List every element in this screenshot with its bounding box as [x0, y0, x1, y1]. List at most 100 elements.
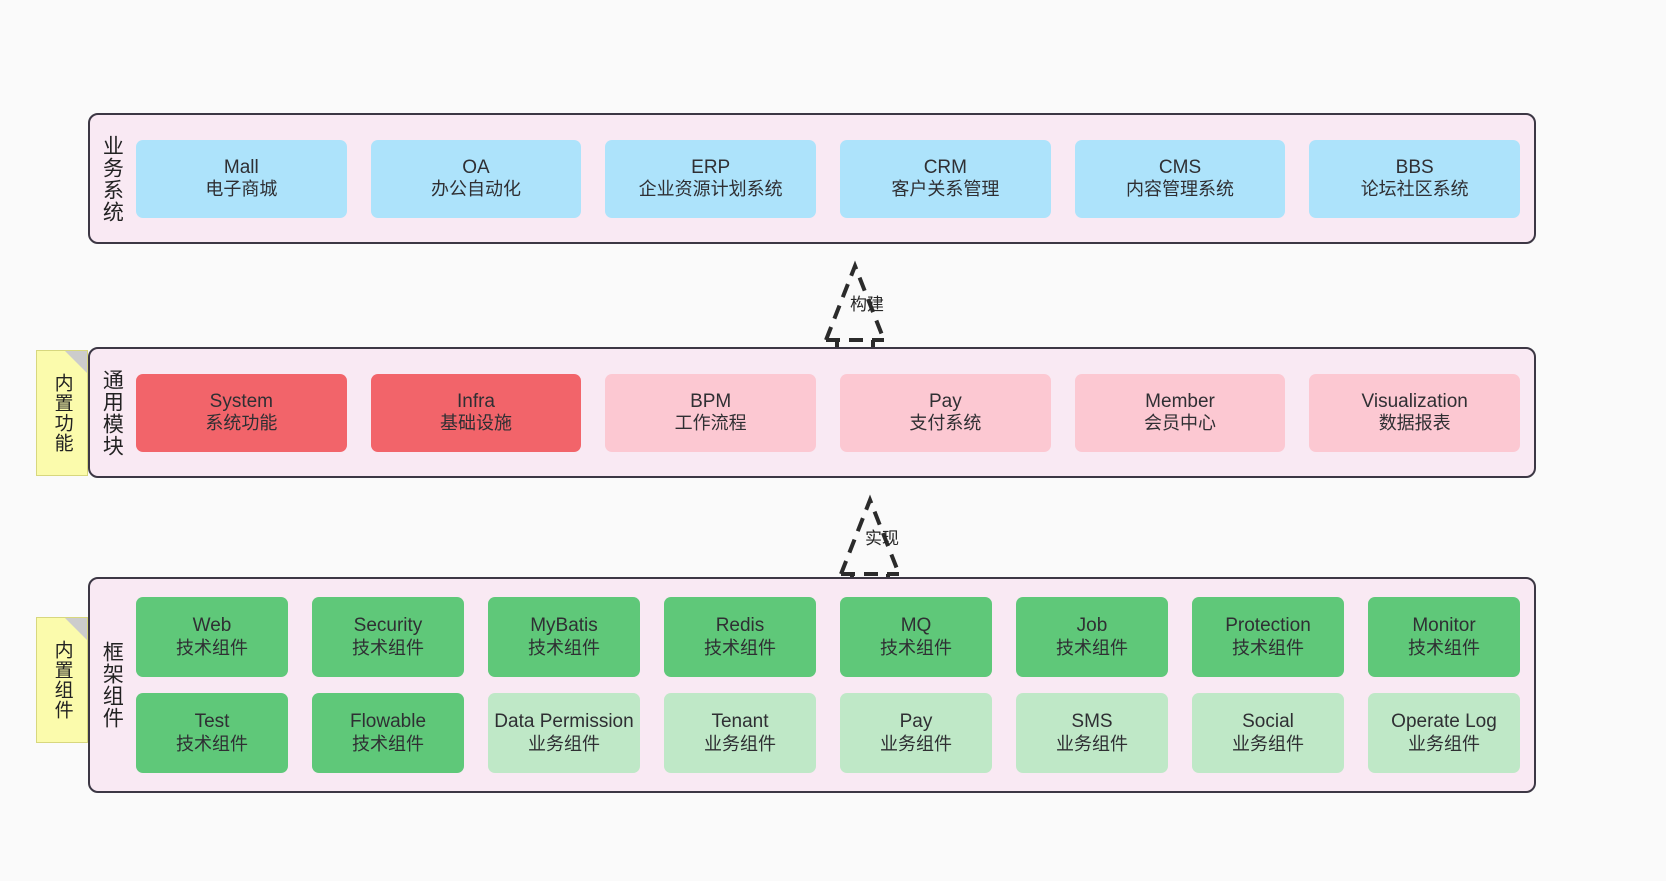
node-sms[interactable]: SMS 业务组件	[1016, 693, 1168, 773]
note-fold-corner-icon	[65, 351, 87, 373]
node-title: Social	[1242, 711, 1294, 733]
node-subtitle: 技术组件	[176, 733, 248, 754]
node-subtitle: 企业资源计划系统	[638, 179, 783, 200]
node-data-permission[interactable]: Data Permission 业务组件	[488, 693, 640, 773]
node-pay-module[interactable]: Pay 支付系统	[840, 373, 1051, 452]
node-subtitle: 技术组件	[704, 637, 776, 658]
node-title: SMS	[1071, 711, 1113, 733]
node-subtitle: 技术组件	[352, 733, 424, 754]
node-subtitle: 系统功能	[205, 413, 278, 434]
node-title: BPM	[690, 390, 732, 412]
node-subtitle: 技术组件	[352, 637, 424, 658]
note-text: 内置组件	[51, 640, 73, 720]
node-subtitle: 技术组件	[1056, 637, 1128, 658]
node-test[interactable]: Test 技术组件	[136, 693, 288, 773]
note-builtin-features: 内置功能	[36, 350, 88, 476]
node-security[interactable]: Security 技术组件	[312, 597, 464, 677]
node-pay-component[interactable]: Pay 业务组件	[840, 693, 992, 773]
node-visualization[interactable]: Visualization 数据报表	[1309, 373, 1521, 452]
node-title: ERP	[691, 156, 731, 178]
node-title: Member	[1145, 390, 1215, 412]
node-subtitle: 论坛社区系统	[1360, 179, 1469, 200]
node-mq[interactable]: MQ 技术组件	[840, 597, 992, 677]
connector-label-build: 构建	[850, 295, 884, 314]
node-title: CMS	[1158, 156, 1202, 178]
node-title: Job	[1076, 615, 1108, 637]
node-job[interactable]: Job 技术组件	[1016, 597, 1168, 677]
node-title: Monitor	[1412, 615, 1476, 637]
row-business-components: Test 技术组件 Flowable 技术组件 Data Permission …	[136, 693, 1520, 773]
layer-body-framework-components: Web 技术组件 Security 技术组件 MyBatis 技术组件 Redi…	[132, 579, 1534, 791]
node-title: System	[209, 390, 274, 412]
layer-body-business-systems: Mall 电子商城 OA 办公自动化 ERP 企业资源计划系统 CRM 客户关系…	[132, 115, 1534, 242]
node-monitor[interactable]: Monitor 技术组件	[1368, 597, 1520, 677]
node-tenant[interactable]: Tenant 业务组件	[664, 693, 816, 773]
row-common-modules: System 系统功能 Infra 基础设施 BPM 工作流程 Pay 支付系统…	[136, 373, 1521, 452]
node-oa[interactable]: OA 办公自动化	[370, 139, 582, 218]
node-title: BBS	[1395, 156, 1434, 178]
node-title: Visualization	[1361, 390, 1468, 412]
node-title: Security	[353, 615, 423, 637]
node-bbs[interactable]: BBS 论坛社区系统	[1309, 139, 1521, 218]
node-title: Pay	[928, 390, 962, 412]
node-erp[interactable]: ERP 企业资源计划系统	[605, 139, 817, 218]
layer-business-systems[interactable]: 业务系统 Mall 电子商城 OA 办公自动化 ERP 企业资源计划系统 CRM…	[88, 113, 1536, 244]
node-subtitle: 客户关系管理	[891, 179, 1000, 200]
node-subtitle: 工作流程	[674, 413, 747, 434]
node-system[interactable]: System 系统功能	[136, 373, 347, 452]
node-title: Web	[192, 615, 232, 637]
node-title: Tenant	[711, 711, 769, 733]
node-subtitle: 会员中心	[1144, 413, 1217, 434]
layer-label-business-systems: 业务系统	[100, 134, 124, 223]
node-member[interactable]: Member 会员中心	[1074, 373, 1286, 452]
node-infra[interactable]: Infra 基础设施	[370, 373, 582, 452]
node-subtitle: 业务组件	[880, 733, 952, 754]
node-social[interactable]: Social 业务组件	[1192, 693, 1344, 773]
row-tech-components: Web 技术组件 Security 技术组件 MyBatis 技术组件 Redi…	[136, 597, 1520, 677]
node-subtitle: 电子商城	[205, 179, 278, 200]
layer-label-framework-components: 框架组件	[100, 641, 124, 729]
layer-framework-components[interactable]: 框架组件 Web 技术组件 Security 技术组件 MyBatis 技术组件…	[88, 577, 1536, 793]
node-subtitle: 技术组件	[880, 637, 952, 658]
node-title: CRM	[923, 156, 967, 178]
node-title: Test	[194, 711, 230, 733]
connector-label-realize: 实现	[865, 529, 899, 548]
node-subtitle: 支付系统	[909, 413, 982, 434]
node-crm[interactable]: CRM 客户关系管理	[840, 139, 1051, 218]
node-subtitle: 业务组件	[704, 733, 776, 754]
node-title: Protection	[1225, 615, 1311, 637]
node-flowable[interactable]: Flowable 技术组件	[312, 693, 464, 773]
node-subtitle: 数据报表	[1378, 413, 1451, 434]
node-title: MyBatis	[530, 615, 598, 637]
node-subtitle: 业务组件	[528, 733, 600, 754]
node-subtitle: 业务组件	[1408, 733, 1480, 754]
node-mall[interactable]: Mall 电子商城	[136, 139, 347, 218]
node-title: Redis	[715, 615, 765, 637]
note-fold-corner-icon	[65, 618, 87, 640]
node-web[interactable]: Web 技术组件	[136, 597, 288, 677]
node-subtitle: 业务组件	[1056, 733, 1128, 754]
node-subtitle: 技术组件	[528, 637, 600, 658]
node-subtitle: 业务组件	[1232, 733, 1304, 754]
node-protection[interactable]: Protection 技术组件	[1192, 597, 1344, 677]
layer-label-common-modules: 通用模块	[100, 368, 124, 457]
note-text: 内置功能	[51, 373, 73, 453]
node-mybatis[interactable]: MyBatis 技术组件	[488, 597, 640, 677]
node-title: Flowable	[349, 711, 427, 733]
node-title: MQ	[900, 615, 932, 637]
node-title: Pay	[899, 711, 933, 733]
layer-common-modules[interactable]: 通用模块 System 系统功能 Infra 基础设施 BPM 工作流程 Pay…	[88, 347, 1536, 478]
node-subtitle: 技术组件	[176, 637, 248, 658]
node-bpm[interactable]: BPM 工作流程	[605, 373, 817, 452]
node-subtitle: 办公自动化	[431, 179, 521, 200]
node-operate-log[interactable]: Operate Log 业务组件	[1368, 693, 1520, 773]
note-builtin-components: 内置组件	[36, 617, 88, 743]
connector-build: 构建	[740, 252, 970, 360]
node-redis[interactable]: Redis 技术组件	[664, 597, 816, 677]
node-subtitle: 内容管理系统	[1126, 179, 1235, 200]
node-cms[interactable]: CMS 内容管理系统	[1074, 139, 1286, 218]
node-title: Data Permission	[494, 711, 634, 733]
node-title: OA	[462, 156, 490, 178]
layer-body-common-modules: System 系统功能 Infra 基础设施 BPM 工作流程 Pay 支付系统…	[132, 349, 1534, 476]
